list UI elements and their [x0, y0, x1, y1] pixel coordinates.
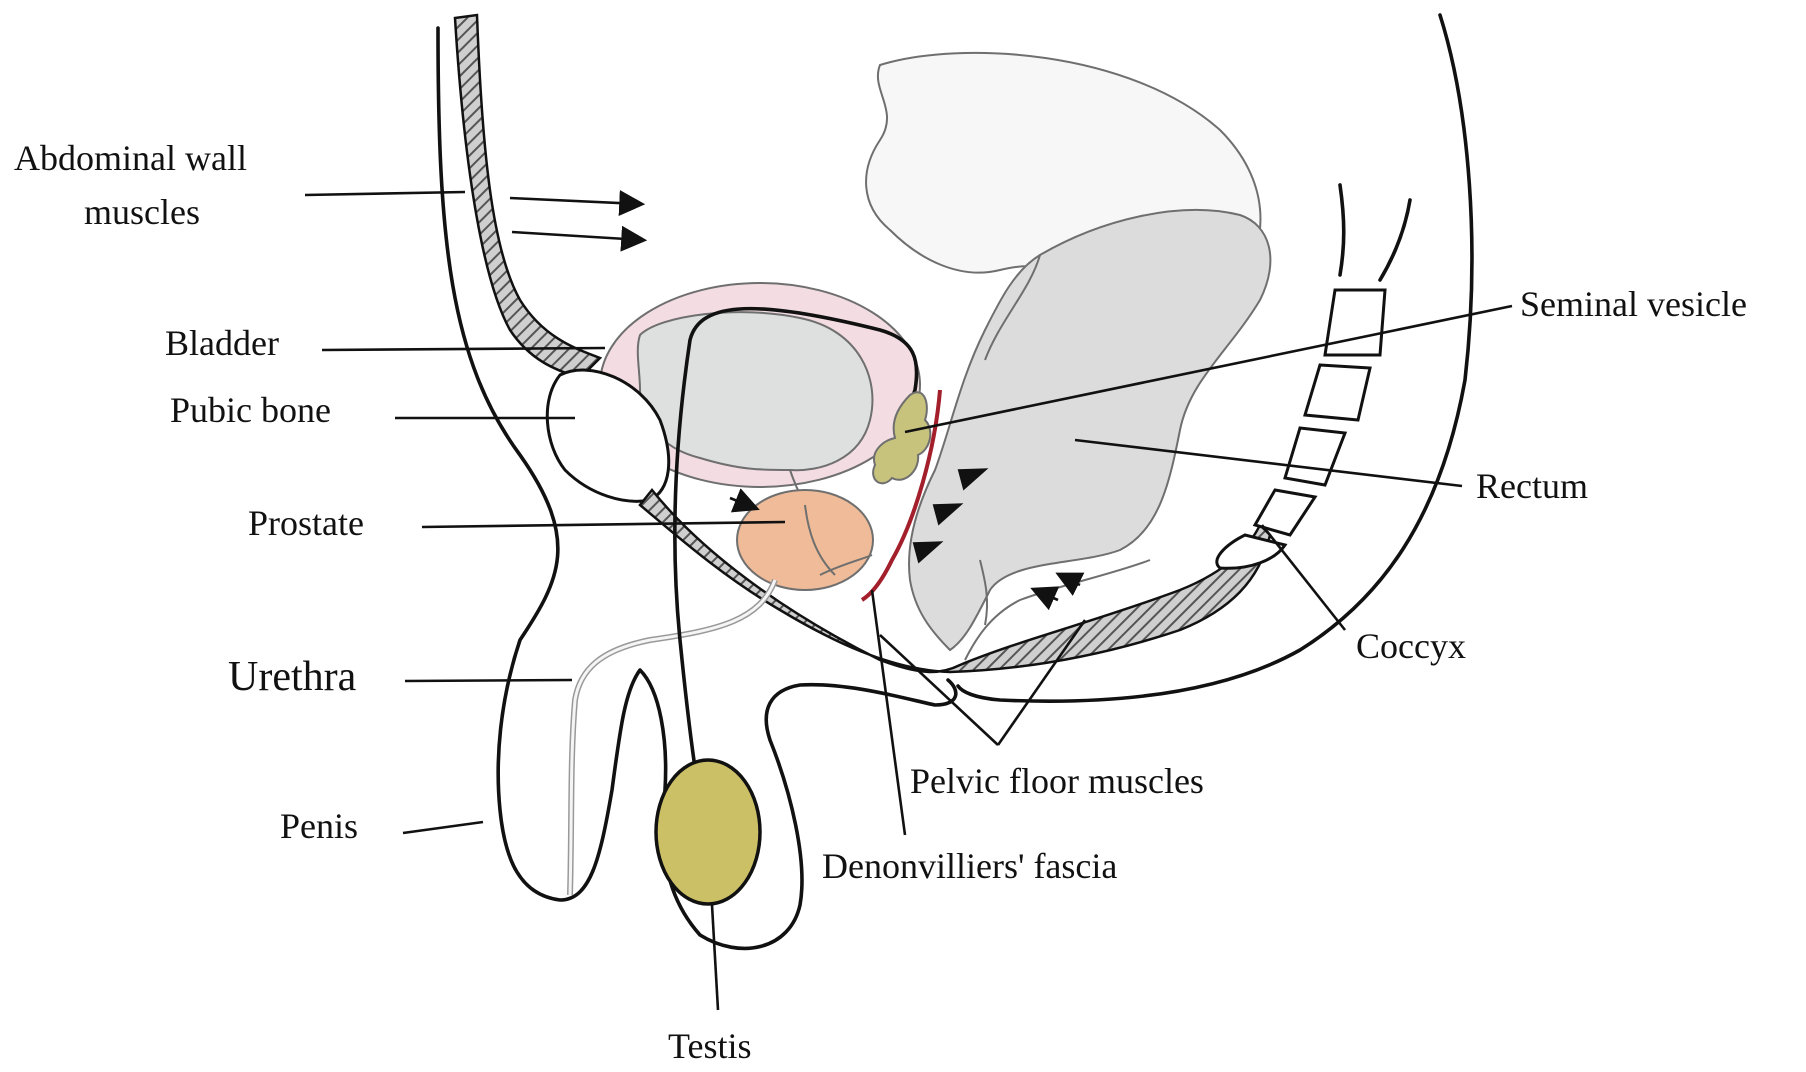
leader-bladder	[321, 346, 606, 352]
abdominal-wall-muscle	[453, 13, 603, 380]
label-denonvilliers-fascia: Denonvilliers' fascia	[822, 846, 1117, 886]
label-bladder: Bladder	[165, 323, 279, 363]
label-prostate: Prostate	[248, 503, 364, 543]
label-coccyx: Coccyx	[1356, 626, 1466, 666]
label-abdominal-wall-line1: Abdominal wall	[14, 138, 247, 178]
leader-prostate	[421, 520, 786, 529]
coccyx	[1215, 183, 1412, 570]
label-pelvic-floor-muscles: Pelvic floor muscles	[910, 761, 1204, 801]
leader-rectum	[1074, 438, 1463, 488]
pressure-arrow-2	[511, 225, 648, 252]
leader-testis	[710, 904, 720, 1011]
leader-coccyx	[1260, 524, 1347, 631]
label-seminal-vesicle: Seminal vesicle	[1520, 284, 1747, 324]
leader-pelvic-floor-1	[879, 634, 999, 746]
anterior-body-outline	[436, 26, 958, 951]
label-penis: Penis	[280, 806, 358, 846]
small-arrow-2	[1055, 572, 1085, 596]
seminal-vesicle	[872, 391, 932, 485]
arrowhead-1	[957, 468, 989, 491]
small-arrow-1	[1030, 586, 1060, 611]
label-pubic-bone: Pubic bone	[170, 390, 331, 430]
prostate	[736, 489, 874, 591]
testis	[654, 758, 762, 906]
label-abdominal-wall-line2: muscles	[84, 192, 200, 232]
posterior-body-outline	[956, 13, 1474, 703]
leader-pelvic-floor-2	[996, 619, 1087, 746]
vas-deferens	[673, 306, 919, 892]
leader-penis	[402, 820, 484, 835]
leader-denonvilliers	[870, 589, 907, 836]
label-rectum: Rectum	[1476, 466, 1588, 506]
leader-seminal-vesicle	[904, 304, 1513, 434]
leader-abdominal-wall	[304, 190, 466, 197]
rectum	[908, 209, 1272, 652]
bladder-lumen	[636, 311, 874, 472]
pressure-arrow-1	[509, 190, 646, 217]
label-testis: Testis	[668, 1026, 751, 1066]
prostate-arrow	[729, 488, 760, 513]
leader-urethra	[404, 678, 573, 683]
arrowhead-3	[912, 541, 944, 564]
arrowhead-2	[932, 503, 964, 526]
label-urethra: Urethra	[228, 654, 357, 700]
